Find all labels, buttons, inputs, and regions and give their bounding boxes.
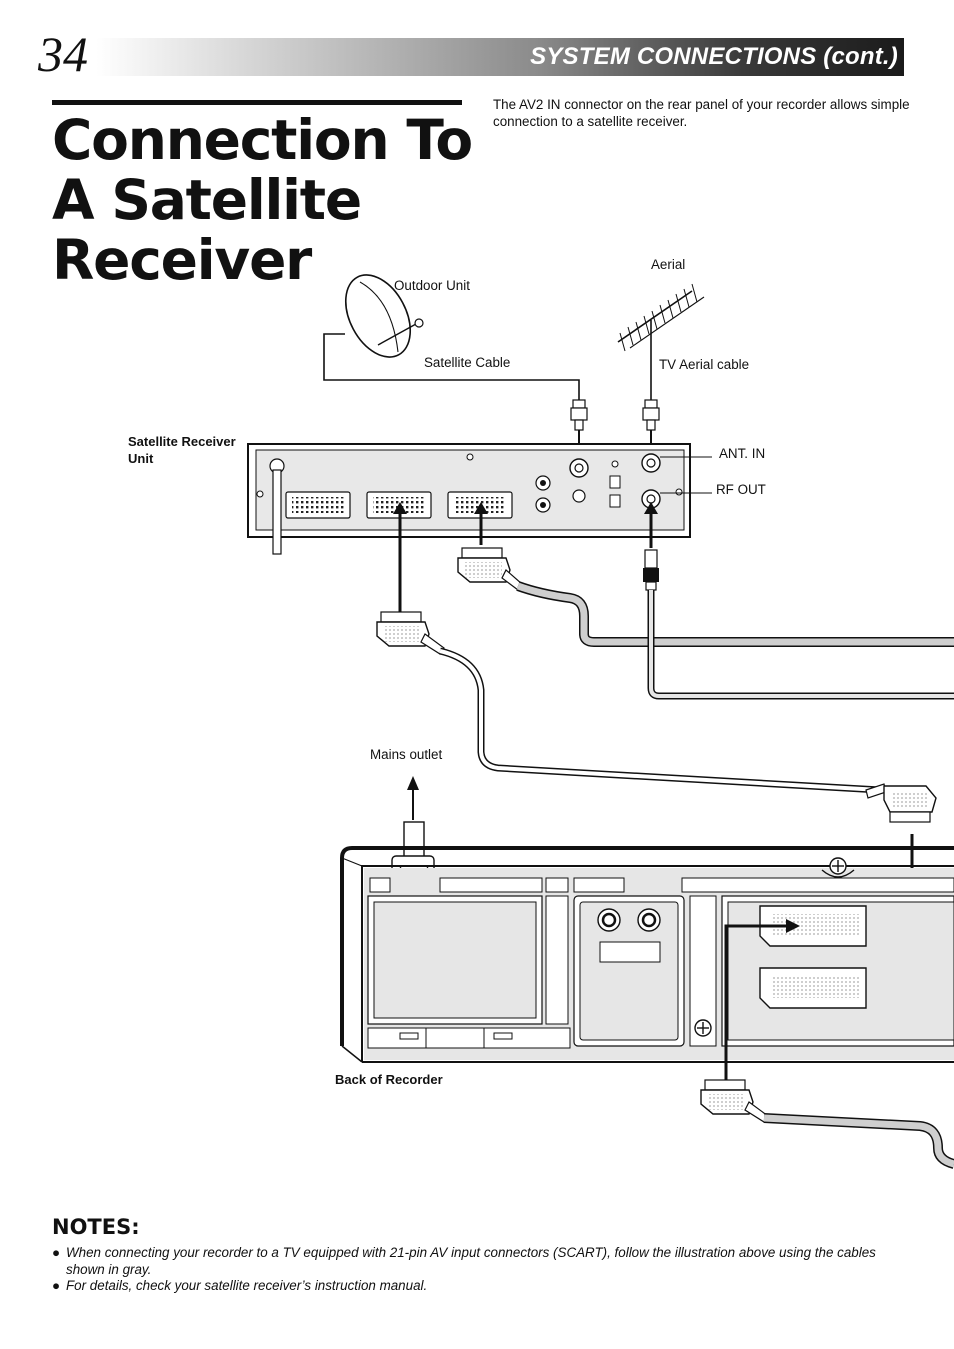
note-item: ● For details, check your satellite rece… bbox=[52, 1278, 912, 1295]
label-ant-in: ANT. IN bbox=[719, 446, 766, 461]
arrow-icon bbox=[393, 502, 407, 612]
arrow-icon bbox=[407, 776, 419, 820]
label-back-of-recorder: Back of Recorder bbox=[335, 1072, 443, 1087]
scart-plug-icon bbox=[865, 783, 937, 823]
coax-plug-icon bbox=[643, 549, 659, 591]
bullet-icon: ● bbox=[52, 1245, 61, 1260]
satellite-receiver-unit bbox=[247, 443, 712, 555]
section-title: SYSTEM CONNECTIONS (cont.) bbox=[530, 43, 898, 70]
page-title-line-2: A Satellite bbox=[52, 168, 362, 232]
recorder-back-panel bbox=[340, 846, 954, 1063]
aerial-antenna-icon bbox=[617, 283, 705, 400]
intro-paragraph: The AV2 IN connector on the rear panel o… bbox=[493, 97, 910, 129]
page-title: Connection To A Satellite Receiver bbox=[52, 110, 482, 290]
note-text: When connecting your recorder to a TV eq… bbox=[66, 1245, 876, 1277]
note-item: ● When connecting your recorder to a TV … bbox=[52, 1245, 912, 1278]
bullet-icon: ● bbox=[52, 1278, 61, 1293]
satellite-dish-icon bbox=[344, 274, 424, 358]
page-title-line-3: Receiver bbox=[52, 228, 312, 292]
arrow-icon bbox=[724, 919, 800, 1080]
label-aerial: Aerial bbox=[651, 257, 686, 272]
scart-plug-icon bbox=[376, 611, 445, 655]
arrow-icon bbox=[644, 502, 658, 548]
scart-plug-icon bbox=[457, 547, 523, 591]
page-number: 34 bbox=[38, 26, 88, 82]
scart-plug-icon bbox=[700, 1079, 769, 1123]
label-mains-outlet: Mains outlet bbox=[370, 747, 443, 762]
note-text: For details, check your satellite receiv… bbox=[66, 1278, 428, 1293]
label-rf-out: RF OUT bbox=[716, 482, 766, 497]
title-rule bbox=[52, 100, 462, 105]
notes-list: ● When connecting your recorder to a TV … bbox=[52, 1245, 912, 1295]
label-satellite-receiver-unit-line-2: Unit bbox=[128, 451, 154, 466]
label-satellite-cable: Satellite Cable bbox=[424, 355, 511, 370]
header-gradient-band bbox=[96, 38, 904, 76]
label-outdoor-unit: Outdoor Unit bbox=[394, 278, 470, 293]
label-satellite-receiver-unit-line-1: Satellite Receiver bbox=[128, 434, 236, 449]
page-title-line-1: Connection To bbox=[52, 108, 473, 172]
arrow-icon bbox=[474, 502, 488, 545]
label-tv-aerial-cable: TV Aerial cable bbox=[659, 357, 750, 372]
notes-heading: NOTES: bbox=[52, 1215, 140, 1239]
